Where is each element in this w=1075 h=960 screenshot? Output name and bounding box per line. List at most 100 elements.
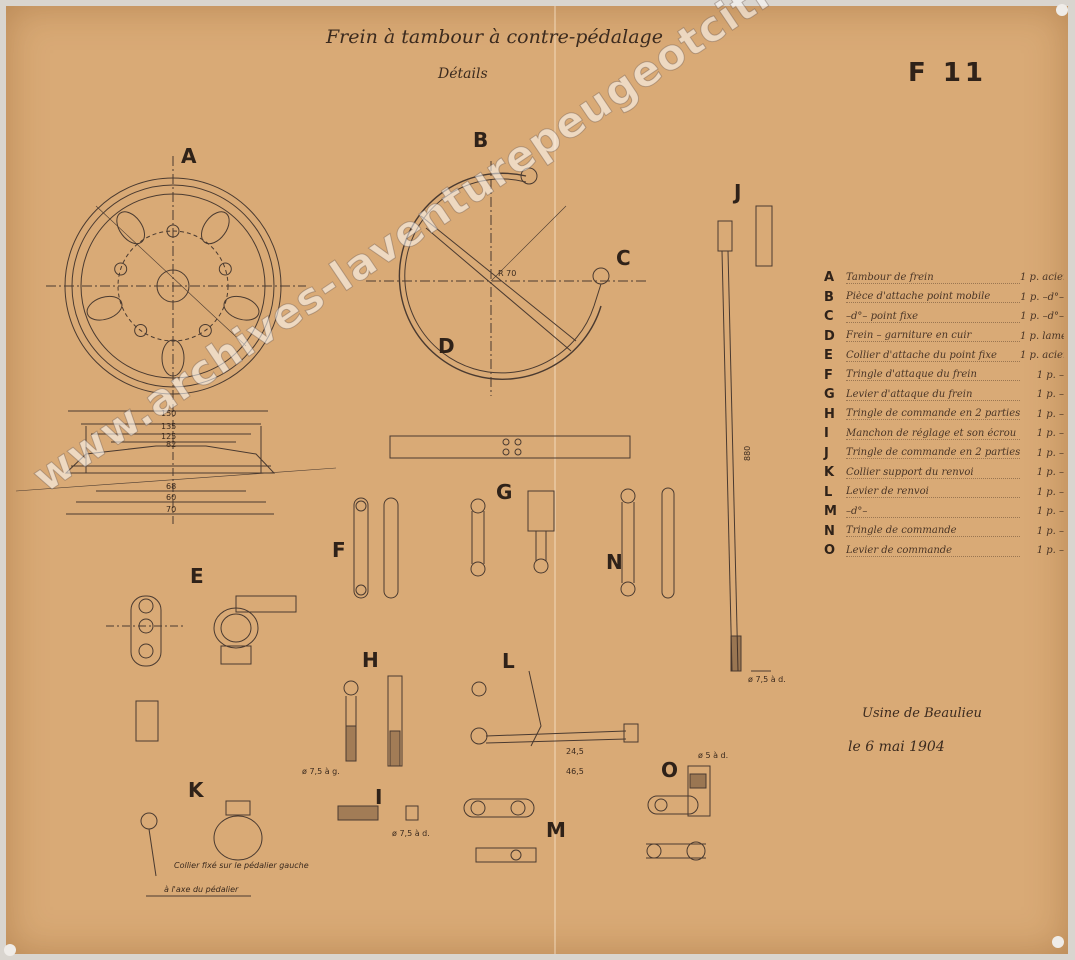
label-d: D <box>438 334 455 358</box>
label-o: O <box>661 758 679 782</box>
legend-letter: F <box>824 367 833 383</box>
drawing-sheet: 150 135 125 82 68 60 70 880 R 70 ø 7,5 à… <box>6 0 1068 954</box>
part-m-lever <box>463 798 537 863</box>
dim-thread-j: ø 7,5 à d. <box>748 675 786 684</box>
drum-bolt-hole <box>198 323 212 337</box>
legend-quantity: 1 p. –d°– <box>1020 291 1064 303</box>
label-c: C <box>616 246 631 270</box>
signature-name: Usine de Beaulieu <box>862 706 982 721</box>
legend-letter: L <box>824 484 833 500</box>
legend-description: Levier de renvoi <box>846 486 1020 499</box>
label-m: M <box>546 818 566 842</box>
dim-j-length: 880 <box>743 446 752 461</box>
pin-hole <box>4 944 16 956</box>
dim-thread-i: ø 7,5 à d. <box>392 829 430 838</box>
legend-description: Tringle de commande en 2 parties <box>846 447 1020 460</box>
part-bcd-brake-band <box>366 161 646 459</box>
part-a-section <box>15 404 337 526</box>
dim-a-6: 60 <box>166 493 176 502</box>
part-e-collar <box>106 595 297 742</box>
legend-quantity: 1 p. acier <box>1020 272 1064 284</box>
pin-hole <box>1056 4 1068 16</box>
legend-description: Collier d'attache du point fixe <box>846 350 1020 362</box>
drum-window <box>223 295 260 321</box>
legend-letter: D <box>824 328 835 344</box>
label-j: J <box>734 180 742 204</box>
dim-l-1: 24,5 <box>566 747 584 756</box>
legend-quantity: 1 p. – <box>1036 545 1064 557</box>
part-g-lever <box>470 490 555 577</box>
drum-bolt-hole <box>218 262 232 276</box>
legend-letter: N <box>824 523 835 539</box>
note-k-1: Collier fixé sur le pédalier gauche <box>174 860 309 870</box>
drum-window <box>116 211 146 245</box>
signature-date: le 6 mai 1904 <box>848 739 945 755</box>
legend-description: Pièce d'attache point mobile <box>846 291 1020 304</box>
label-f: F <box>332 538 346 562</box>
legend-row: J Tringle de commande en 2 parties 1 p. – <box>824 444 1064 464</box>
drum-bolt-hole <box>134 323 148 337</box>
part-k-collar <box>140 800 263 897</box>
legend-letter: H <box>824 406 835 422</box>
dim-b-radius: R 70 <box>498 269 516 278</box>
legend-letter: B <box>824 289 834 305</box>
legend-quantity: 1 p. – <box>1036 369 1064 381</box>
legend-quantity: 1 p. – <box>1036 389 1064 401</box>
legend-row: F Tringle d'attaque du frein 1 p. – <box>824 366 1064 386</box>
legend-row: I Manchon de réglage et son écrou 1 p. – <box>824 424 1064 444</box>
legend-letter: K <box>824 465 835 481</box>
label-b: B <box>473 128 489 152</box>
sheet-fold <box>554 6 556 954</box>
part-f-rod <box>353 497 399 599</box>
legend-description: Manchon de réglage et son écrou <box>846 428 1020 440</box>
dim-thread-h: ø 7,5 à g. <box>302 767 340 776</box>
legend-row: L Levier de renvoi 1 p. – <box>824 483 1064 503</box>
label-a: A <box>181 144 197 168</box>
legend-description: Tambour de frein <box>846 272 1020 284</box>
dim-thread-o: ø 5 à d. <box>698 751 728 760</box>
label-e: E <box>190 564 204 588</box>
part-h-rod <box>343 675 403 767</box>
legend-row: M–d°–1 p. – <box>824 502 1064 522</box>
legend-letter: J <box>824 445 829 461</box>
dim-l-2: 46,5 <box>566 767 584 776</box>
drum-bolt-hole <box>114 262 128 276</box>
legend-quantity: 1 p. – <box>1036 447 1064 459</box>
legend-letter: E <box>824 348 833 364</box>
label-g: G <box>496 480 513 504</box>
dim-a-3: 125 <box>161 432 176 441</box>
technical-drawing: 150 135 125 82 68 60 70 880 R 70 ø 7,5 à… <box>15 156 786 897</box>
legend-quantity: 1 p. lame d'acier <box>1020 330 1064 342</box>
legend-description: Levier de commande <box>846 545 1020 557</box>
legend-quantity: 1 p. – <box>1036 486 1064 498</box>
legend-description: Tringle d'attaque du frein <box>846 369 1020 382</box>
legend-description: –d°– <box>846 506 1020 518</box>
legend-quantity: 1 p. – <box>1036 408 1064 420</box>
legend-quantity: 1 p. acier <box>1020 350 1064 362</box>
drawing-subtitle: Détails <box>438 66 488 82</box>
legend-quantity: 1 p. – <box>1036 428 1064 440</box>
part-i-sleeve <box>337 805 419 821</box>
drum-window <box>86 295 123 321</box>
legend-letter: I <box>824 426 829 442</box>
legend-description: Tringle de commande <box>846 525 1020 538</box>
dim-a-2: 135 <box>161 422 176 431</box>
dim-a-5: 68 <box>166 482 176 491</box>
legend-description: Collier support du renvoi <box>846 467 1020 479</box>
label-k: K <box>188 778 204 802</box>
legend-quantity: 1 p. –d°– <box>1020 311 1064 323</box>
part-o-lever <box>646 765 711 861</box>
legend-description: –d°– point fixe <box>846 311 1020 323</box>
legend-description: Levier d'attaque du frein <box>846 389 1020 401</box>
label-n: N <box>606 550 623 574</box>
dim-a-1: 150 <box>161 409 176 418</box>
